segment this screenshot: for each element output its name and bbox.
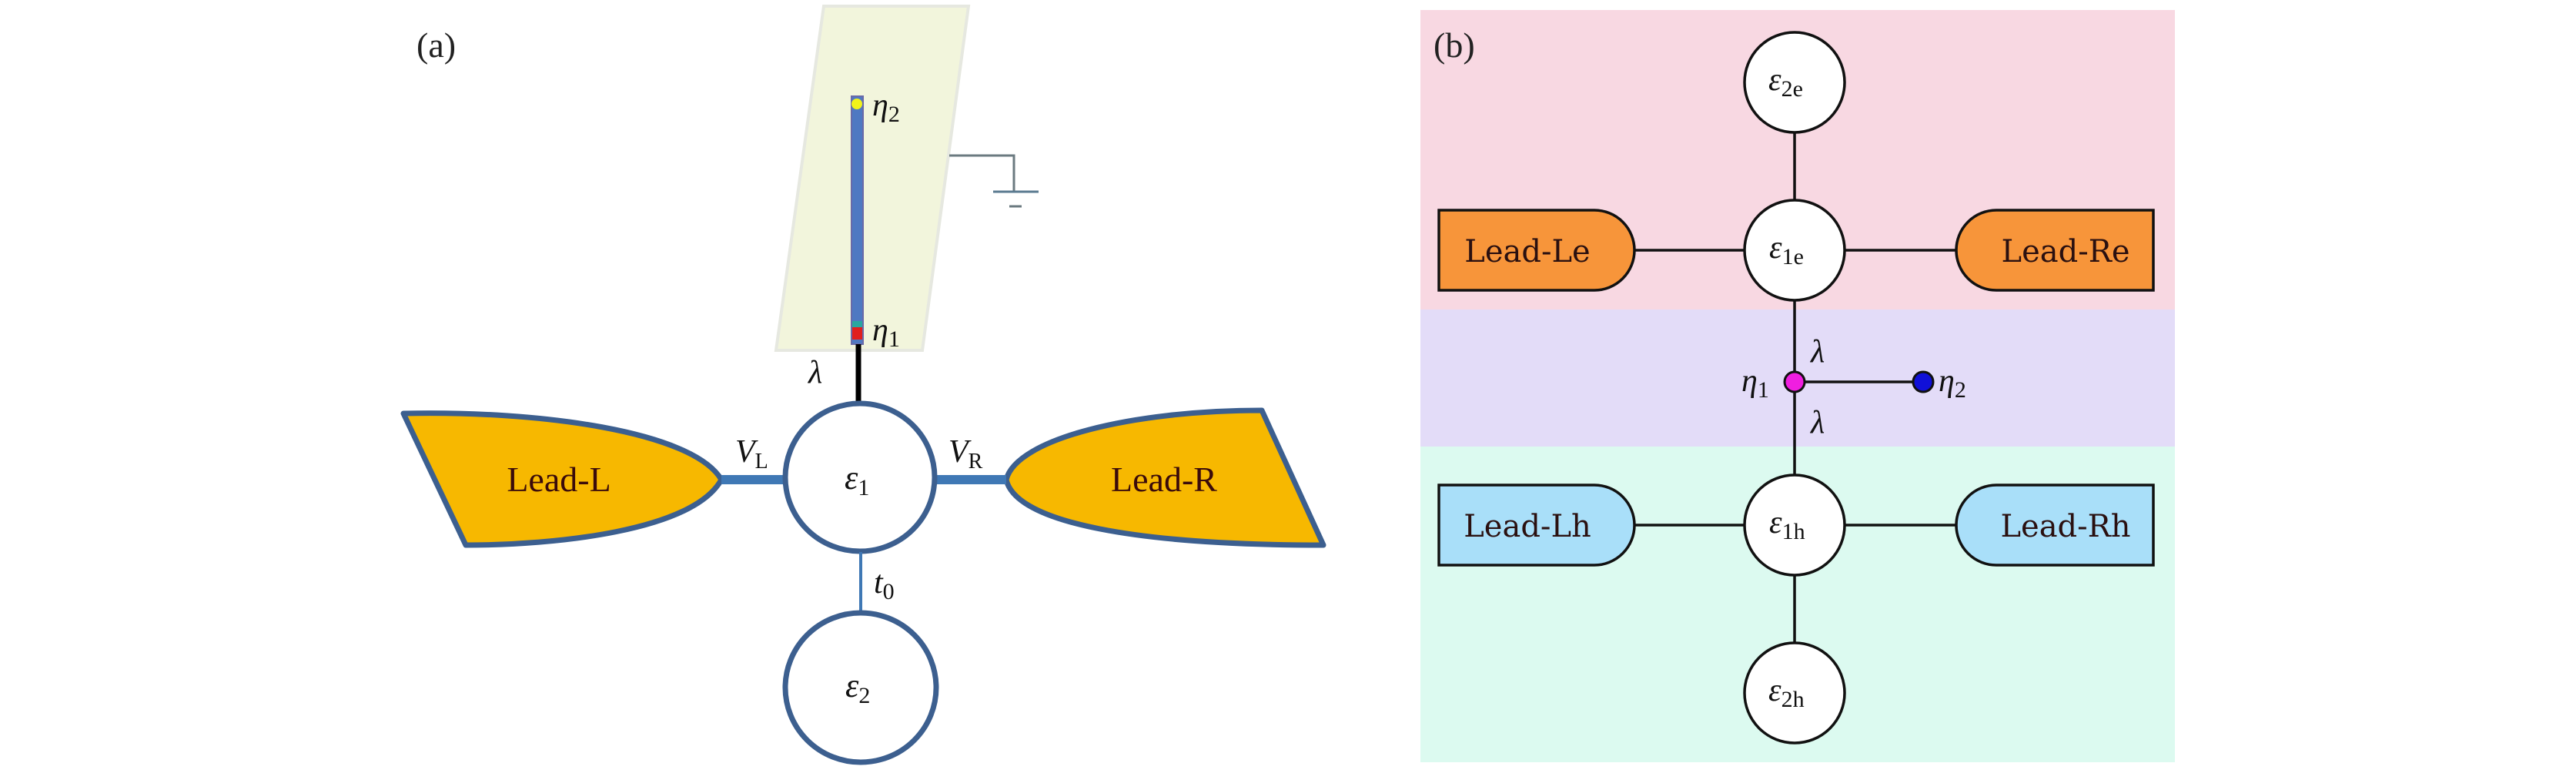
eta1-label-a: η1	[872, 313, 900, 352]
panel-a-label: (a)	[417, 25, 456, 65]
lead-re-label: Lead-Re	[2002, 234, 2130, 269]
panel-b-label: (b)	[1434, 25, 1475, 65]
lambda-label-a: λ	[807, 355, 822, 390]
panel-a: (a) η2 η1 λ Lead-L Lead-R	[400, 5, 1326, 765]
majorana-eta2-dot	[851, 99, 862, 109]
majorana-eta1-node	[1783, 370, 1806, 393]
dot-e2h-label: ε2h	[1768, 673, 1805, 712]
dot-e1e-label: ε1e	[1769, 230, 1804, 269]
dot-e2e	[1743, 31, 1846, 134]
dot-e1h-label: ε1h	[1769, 505, 1805, 544]
dot-e2e-label: ε2e	[1768, 62, 1803, 102]
lead-rh-label: Lead-Rh	[2000, 509, 2130, 544]
quantum-dot-1	[782, 400, 938, 554]
dot-e1h	[1743, 474, 1846, 577]
lead-right	[1003, 407, 1326, 548]
lead-left	[400, 410, 724, 548]
vr-label: VR	[948, 434, 983, 474]
dot-e2h	[1743, 641, 1846, 745]
eta2-label-a: η2	[872, 88, 900, 127]
lead-re	[1955, 209, 2155, 292]
vl-label: VL	[735, 434, 768, 474]
lead-le-label: Lead-Le	[1464, 234, 1590, 269]
t0-label: t0	[874, 565, 895, 604]
nanowire	[851, 95, 864, 345]
dot-e1e	[1743, 199, 1846, 302]
dot2-label: ε2	[845, 667, 870, 708]
majorana-eta1-dot	[852, 327, 862, 340]
lambda-label-lower: λ	[1809, 405, 1825, 440]
lead-left-label: Lead-L	[507, 460, 611, 499]
vl-coupling	[721, 475, 785, 484]
eta1-label-b: η1	[1741, 363, 1769, 403]
lead-lh-label: Lead-Lh	[1464, 509, 1591, 544]
lead-le	[1437, 209, 1636, 292]
lead-right-label: Lead-R	[1111, 460, 1217, 499]
majorana-eta2-node	[1912, 370, 1935, 393]
eta2-label-b: η2	[1939, 363, 1966, 403]
wire-end-segment	[852, 321, 862, 327]
lead-lh	[1437, 484, 1636, 567]
lead-rh	[1955, 484, 2155, 567]
quantum-dot-2	[782, 610, 939, 765]
ground-icon	[949, 154, 1039, 208]
vr-coupling	[935, 475, 1006, 484]
substrate-plate	[774, 5, 971, 352]
panel-b: (b) Lead-Le Lead-Re Lead-Lh Lead-Rh ε2e	[1420, 10, 2175, 762]
dot1-label: ε1	[845, 459, 869, 500]
lambda-label-upper: λ	[1809, 334, 1825, 370]
